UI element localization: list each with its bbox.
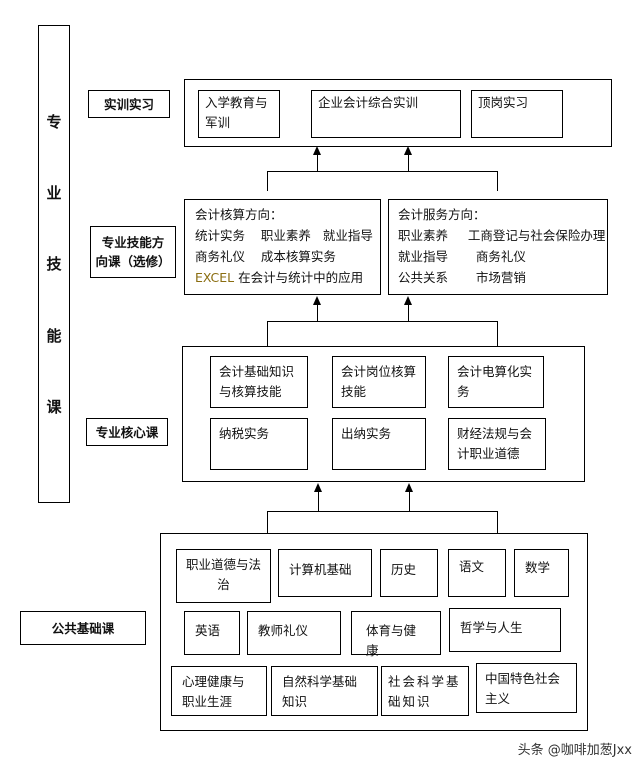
label-core: 专业核心课 [86,418,168,446]
accounting-direction-line: 商务礼仪 成本核算实务 [195,249,336,264]
service-direction-line: 职业素养 工商登记与社会保险办理 [398,228,606,243]
connector-line [267,171,268,191]
vertical-title-char: 能 [46,326,62,345]
connector-line [408,302,409,321]
vertical-title-char: 课 [46,397,62,416]
public-item: 中国特色社会 主义 [476,663,577,713]
arrow-up-icon [405,483,413,492]
core-item: 出纳实务 [332,418,426,470]
core-item: 财经法规与会 计职业道德 [448,418,546,470]
public-item: 哲学与人生 [449,608,561,652]
core-item: 会计电算化实 务 [448,356,544,408]
core-item: 会计基础知识 与核算技能 [210,356,308,408]
practice-item: 顶岗实习 [471,90,563,138]
accounting-direction-box: 会计核算方向： 统计实务 职业素养 就业指导 商务礼仪 成本核算实务 EXCEL… [184,199,381,295]
practice-item: 入学教育与 军训 [198,90,280,138]
service-direction-title: 会计服务方向： [398,207,486,222]
public-item: 职业道德与法 治 [176,549,271,603]
practice-item: 企业会计综合实训 [311,90,461,138]
public-item: 社会科学基 础知识 [381,666,469,716]
connector-line [497,511,498,533]
public-item: 历史 [380,549,438,597]
core-item: 纳税实务 [210,418,308,470]
connector-line [497,321,498,346]
connector-line [267,321,268,346]
connector-line [267,511,268,533]
label-skill-direction: 专业技能方 向课（选修） [90,226,176,278]
connector-line [317,302,318,321]
service-direction-line: 就业指导 商务礼仪 [398,249,526,264]
public-item: 语文 [448,549,506,597]
core-item: 会计岗位核算 技能 [332,356,426,408]
vertical-title-char: 业 [46,184,62,203]
watermark: 头条 @咖啡加葱Jxx [517,743,632,758]
public-item: 计算机基础 [278,549,372,597]
public-item: 数学 [514,549,569,597]
arrow-up-icon [404,146,412,155]
vertical-title-char: 专 [46,113,62,132]
vertical-title-char: 技 [46,255,62,274]
service-direction-line: 公共关系 市场营销 [398,270,526,285]
accounting-direction-title: 会计核算方向： [195,207,283,222]
connector-line [409,489,410,511]
accounting-direction-line: 统计实务 职业素养 就业指导 [195,228,373,243]
excel-rest-text: 在会计与统计中的应用 [234,270,364,285]
connector-line [408,152,409,171]
arrow-up-icon [314,483,322,492]
arrow-up-icon [313,296,321,305]
arrow-up-icon [404,296,412,305]
accounting-direction-line: EXCEL 在会计与统计中的应用 [195,268,363,288]
label-public: 公共基础课 [20,611,146,645]
public-item: 体育与健康 [351,611,441,658]
connector-line [267,511,497,512]
public-item: 教师礼仪 [247,611,341,655]
connector-line [497,171,498,191]
connector-line [267,171,497,172]
label-practice: 实训实习 [88,90,170,118]
vertical-title-box: 专 业 技 能 课 [38,25,70,503]
public-item: 自然科学基础 知识 [271,666,378,716]
arrow-up-icon [313,146,321,155]
connector-line [317,152,318,171]
excel-text: EXCEL [195,270,235,285]
connector-line [318,489,319,511]
public-item: 英语 [184,611,240,655]
service-direction-box: 会计服务方向： 职业素养 工商登记与社会保险办理 就业指导 商务礼仪 公共关系 … [388,199,608,295]
public-item: 心理健康与 职业生涯 [171,666,267,716]
connector-line [267,321,497,322]
